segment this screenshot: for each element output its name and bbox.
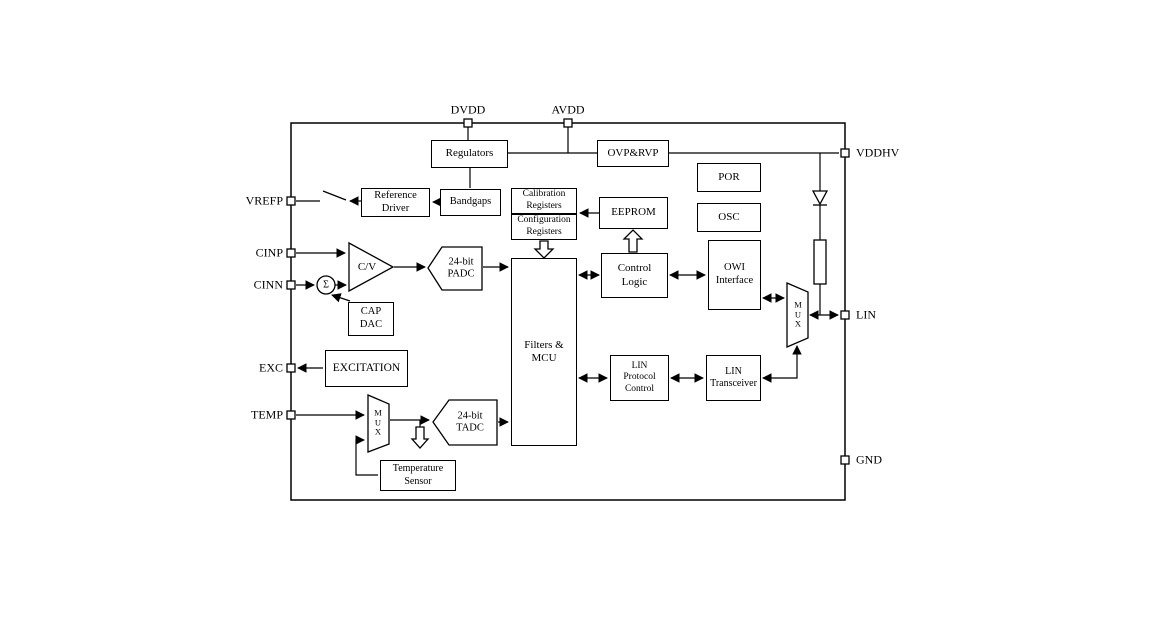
sigma-node-shape — [316, 275, 336, 295]
pin-label-exc: EXC — [259, 360, 283, 375]
pin-exc — [286, 363, 296, 373]
arrow-capdac-sigma — [331, 293, 351, 303]
tadc-shape — [432, 399, 498, 446]
hollow-arrow-registers-mcu — [533, 240, 555, 259]
block-reference-driver: Reference Driver — [361, 188, 430, 217]
pin-cinn — [286, 280, 296, 290]
tadc-label: 24-bit TADC — [456, 410, 484, 433]
block-lin-transceiver: LIN Transceiver — [706, 355, 761, 401]
cv-amplifier-shape — [348, 241, 395, 293]
block-osc: OSC — [697, 203, 761, 232]
block-calibration-registers: Calibration Registers — [511, 188, 577, 214]
diode-icon — [811, 190, 829, 206]
hollow-arrow-controllogic-eeprom — [622, 229, 644, 253]
block-ovp-rvp: OVP&RVP — [597, 140, 669, 167]
pin-vddhv — [840, 148, 850, 158]
padc-shape — [427, 246, 483, 291]
cv-label: C/V — [357, 260, 377, 273]
signal-arrows — [296, 196, 839, 476]
block-regulators: Regulators — [431, 140, 508, 168]
block-cap-dac: CAP DAC — [348, 302, 394, 336]
pin-label-avdd: AVDD — [551, 102, 585, 117]
pin-label-vddhv: VDDHV — [856, 145, 900, 160]
hollow-arrow-down-icon — [410, 426, 430, 449]
block-excitation: EXCITATION — [325, 350, 408, 387]
pin-dvdd — [463, 118, 473, 128]
block-temperature-sensor: Temperature Sensor — [380, 460, 456, 491]
block-bandgaps: Bandgaps — [440, 189, 501, 216]
pins — [286, 118, 850, 465]
pin-cinp — [286, 248, 296, 258]
pin-label-cinn: CINN — [253, 277, 283, 292]
block-configuration-registers: Configuration Registers — [511, 214, 577, 240]
pin-label-temp: TEMP — [250, 407, 283, 422]
block-eeprom: EEPROM — [599, 197, 668, 229]
mux-temp-label: M U X — [374, 407, 382, 437]
mux-lin-shape — [786, 282, 809, 348]
block-owi-interface: OWI Interface — [708, 240, 761, 310]
switch-icon — [322, 190, 347, 201]
pin-label-gnd: GND — [856, 452, 882, 467]
pin-label-vrefp: VREFP — [245, 193, 283, 208]
block-filters-mcu: Filters & MCU — [511, 258, 577, 446]
block-control-logic: Control Logic — [601, 253, 668, 298]
pin-vrefp — [286, 196, 296, 206]
pin-avdd — [563, 118, 573, 128]
pin-gnd — [840, 455, 850, 465]
pin-label-dvdd: DVDD — [450, 102, 486, 117]
padc-label: 24-bit PADC — [447, 256, 475, 279]
bus-transceiver-mux — [762, 345, 802, 383]
pin-label-cinp: CINP — [255, 245, 283, 260]
mux-lin-label: M U X — [794, 299, 802, 329]
resistor-icon — [813, 239, 827, 285]
mux-temp-shape — [367, 394, 390, 453]
arrow-tempsensor-mux — [355, 435, 378, 476]
block-por: POR — [697, 163, 761, 192]
pin-temp — [286, 410, 296, 420]
symbol-shapes — [316, 190, 829, 453]
block-lin-protocol-control: LIN Protocol Control — [610, 355, 669, 401]
pin-label-lin: LIN — [856, 307, 876, 322]
power-wires — [296, 127, 839, 315]
pin-lin — [840, 310, 850, 320]
sigma-label: Σ — [323, 279, 329, 291]
